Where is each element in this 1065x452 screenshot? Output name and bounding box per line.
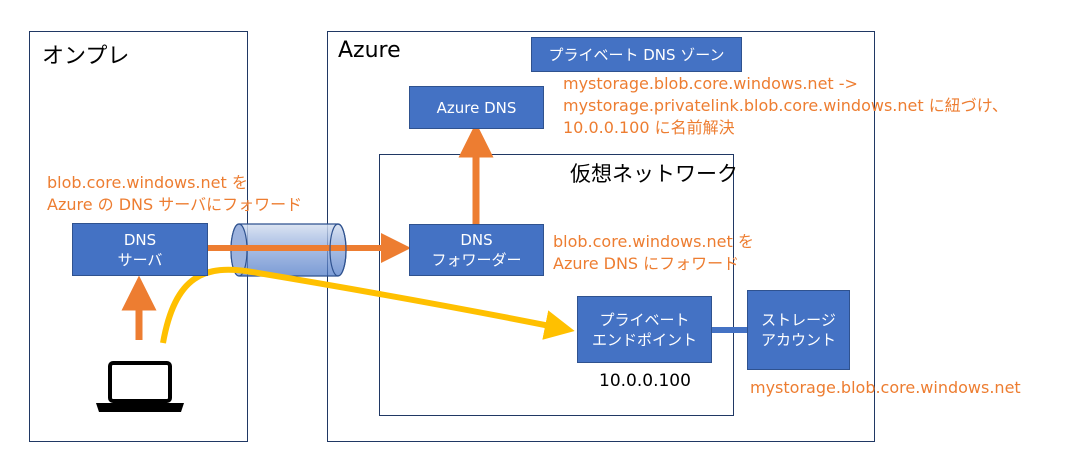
azure-title: Azure: [338, 38, 401, 63]
onprem-forward-line2: Azure の DNS サーバにフォワード: [47, 195, 303, 214]
zone-mapping-note: mystorage.blob.core.windows.net -> mysto…: [563, 73, 1008, 139]
forwarder-forward-note: blob.core.windows.net を Azure DNS にフォワード: [553, 231, 754, 275]
vnet-title: 仮想ネットワーク: [570, 162, 738, 186]
forwarder-forward-line1: blob.core.windows.net を: [553, 232, 754, 251]
onprem-forward-note: blob.core.windows.net を Azure の DNS サーバに…: [47, 172, 302, 216]
storage-account-line2: アカウント: [760, 331, 836, 349]
onprem-forward-line1: blob.core.windows.net を: [47, 173, 248, 192]
zone-mapping-line2: mystorage.privatelink.blob.core.windows.…: [563, 96, 1008, 115]
zone-mapping-line3: 10.0.0.100 に名前解決: [563, 118, 735, 137]
laptop-icon: [96, 361, 184, 412]
storage-account-box[interactable]: ストレージ アカウント: [747, 290, 850, 370]
storage-account-line1: ストレージ: [761, 311, 836, 329]
storage-fqdn-note: mystorage.blob.core.windows.net: [750, 378, 1021, 397]
dns-forwarder-box[interactable]: DNS フォワーダー: [409, 224, 544, 276]
dns-server-box[interactable]: DNS サーバ: [72, 223, 208, 276]
zone-mapping-line1: mystorage.blob.core.windows.net ->: [563, 74, 858, 93]
dns-server-line1: DNS: [123, 230, 157, 249]
dns-forwarder-line1: DNS: [460, 231, 493, 249]
endpoint-ip: 10.0.0.100: [599, 371, 691, 391]
forwarder-forward-line2: Azure DNS にフォワード: [553, 254, 740, 273]
private-endpoint-line2: エンドポイント: [591, 330, 697, 349]
private-endpoint-box[interactable]: プライベート エンドポイント: [577, 296, 712, 363]
onprem-title: オンプレ: [42, 44, 130, 69]
azure-dns-label: Azure DNS: [436, 98, 517, 117]
private-endpoint-line1: プライベート: [599, 310, 690, 329]
arrow-client-to-endpoint: [160, 266, 575, 344]
private-dns-zone-label: プライベート DNS ゾーン: [548, 45, 725, 64]
dns-forwarder-line2: フォワーダー: [431, 251, 522, 269]
private-dns-zone-box[interactable]: プライベート DNS ゾーン: [531, 37, 742, 72]
dns-server-line2: サーバ: [117, 250, 163, 269]
azure-dns-box[interactable]: Azure DNS: [409, 86, 544, 129]
vnet-frame: [379, 154, 734, 416]
